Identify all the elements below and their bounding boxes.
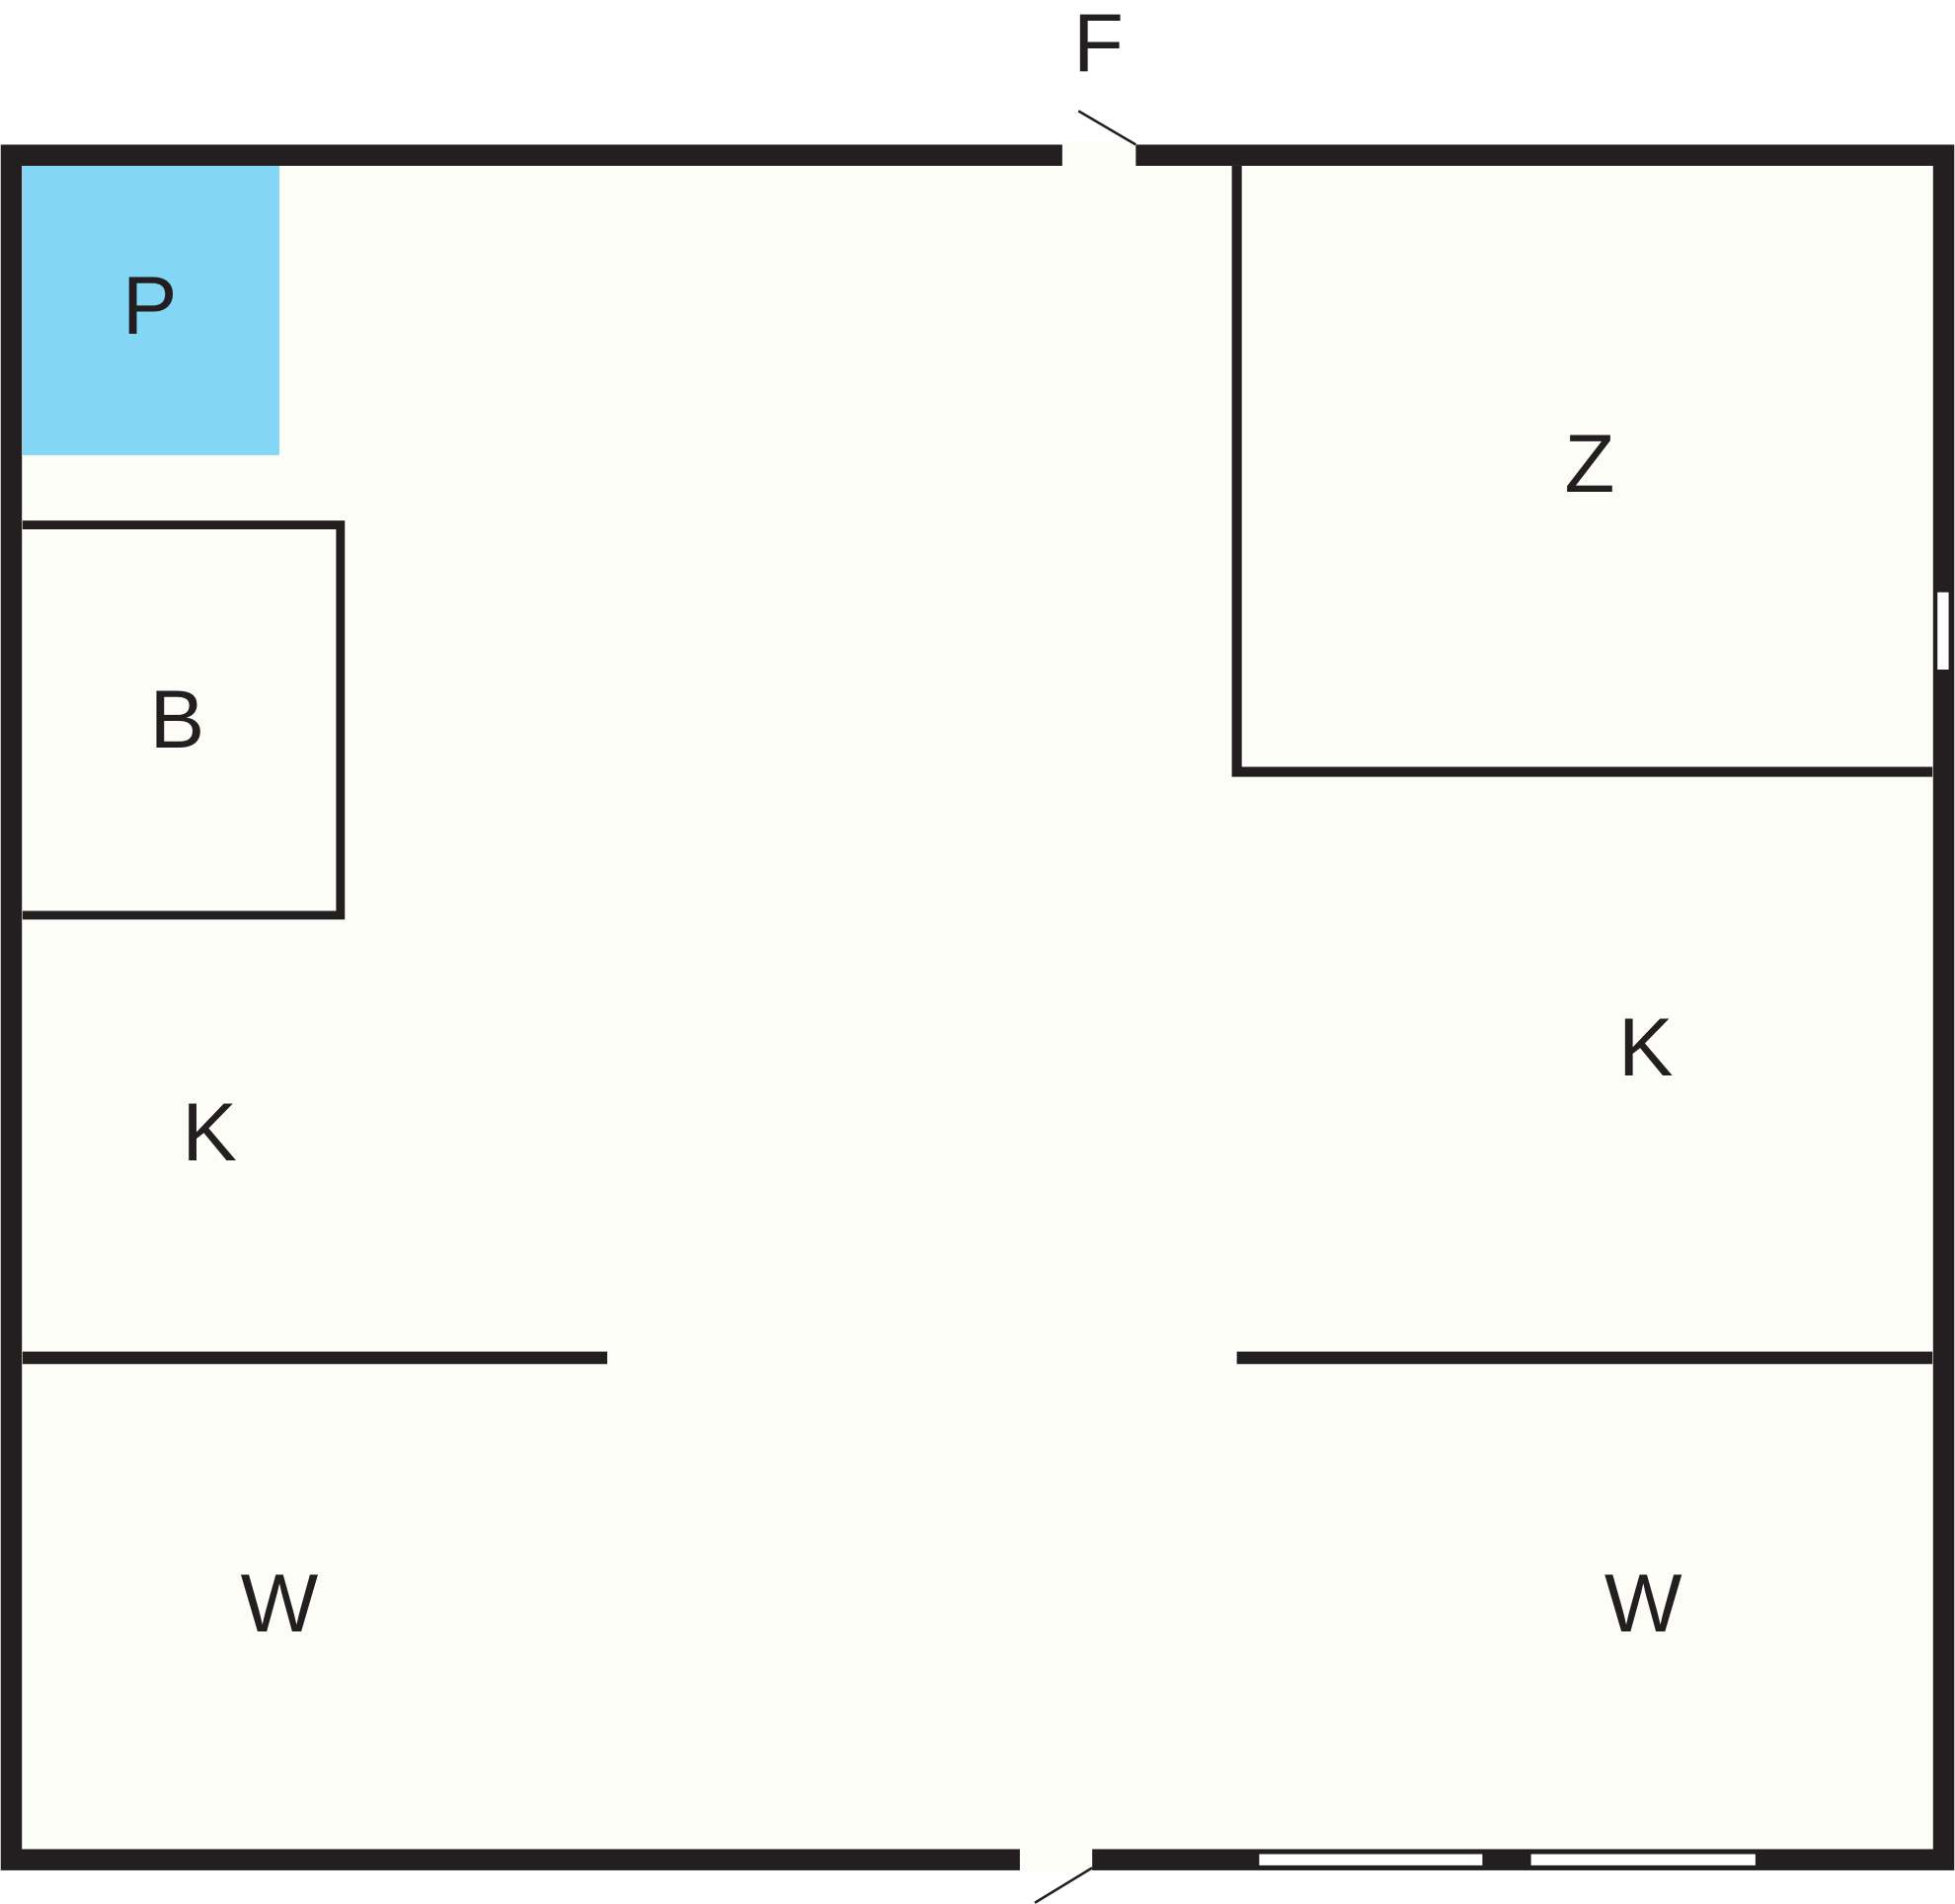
walls xyxy=(0,144,1955,1870)
bottom-window-2 xyxy=(1530,1854,1756,1865)
entrance-label: F xyxy=(1073,0,1124,90)
room-label-p: P xyxy=(122,260,178,352)
outer-wall xyxy=(0,144,1955,1870)
bottom-door-swing xyxy=(1034,1866,1093,1904)
floor-area xyxy=(11,155,1944,1861)
room-z-wall xyxy=(1231,165,1933,777)
room-label-w-left: W xyxy=(241,1557,319,1649)
top-door-gap xyxy=(1061,141,1136,169)
bottom-door-gap xyxy=(1019,1846,1093,1873)
room-p-highlight xyxy=(22,165,279,455)
room-label-z: Z xyxy=(1564,418,1614,510)
room-b-wall xyxy=(22,520,346,920)
room-label-k-left: K xyxy=(182,1086,237,1178)
bottom-window-1 xyxy=(1259,1854,1483,1865)
room-label-b: B xyxy=(150,674,205,765)
room-label-w-right: W xyxy=(1604,1557,1682,1649)
top-door-swing xyxy=(1077,110,1136,146)
right-window xyxy=(1937,592,1949,671)
room-label-k-right: K xyxy=(1618,1001,1674,1093)
